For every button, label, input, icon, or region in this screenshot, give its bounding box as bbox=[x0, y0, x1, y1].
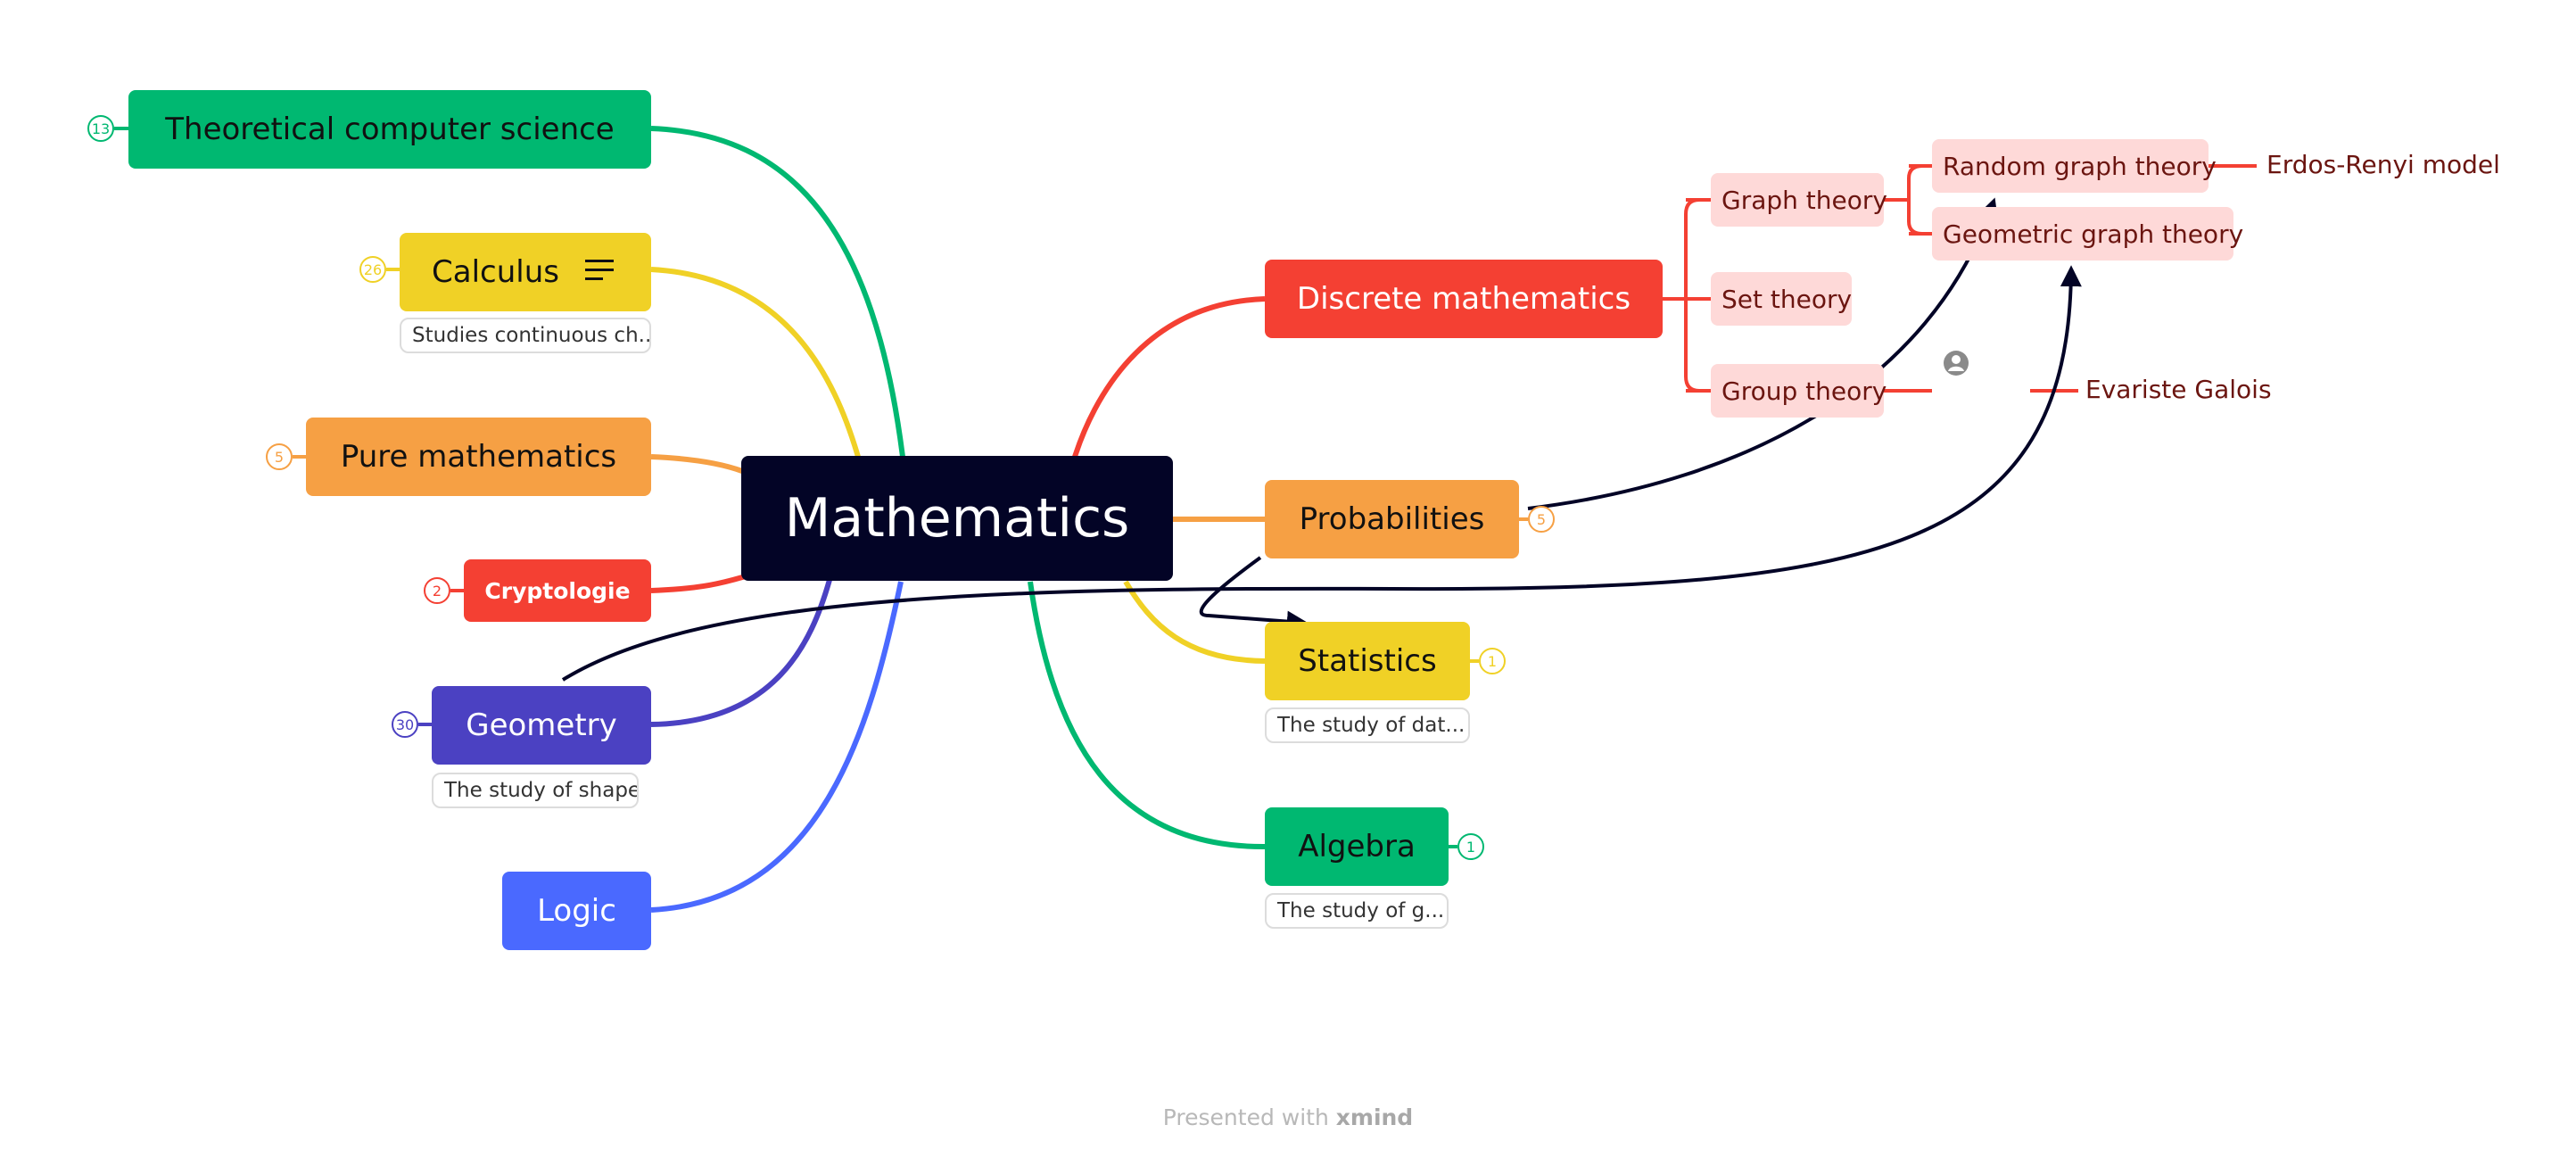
topic-label: Calculus bbox=[432, 254, 559, 290]
branch-line-logic bbox=[650, 581, 904, 913]
branch-line-pure bbox=[650, 454, 744, 474]
topic-geometry[interactable]: Geometry bbox=[432, 686, 651, 765]
subtopic-evariste-galois[interactable]: Evariste Galois bbox=[2085, 375, 2272, 404]
branch-line-discrete bbox=[1072, 296, 1266, 458]
topic-label: Logic bbox=[537, 893, 616, 929]
subtopic-group-theory[interactable]: Group theory bbox=[1711, 364, 1887, 418]
topic-label: Probabilities bbox=[1299, 501, 1485, 537]
collapsed-count-badge-calculus[interactable]: 26 bbox=[359, 256, 386, 283]
topic-note-algebra[interactable]: The study of g... bbox=[1265, 893, 1449, 929]
topic-discrete-mathematics[interactable]: Discrete mathematics bbox=[1265, 260, 1663, 338]
subtopic-random-graph-theory[interactable]: Random graph theory bbox=[1932, 139, 2217, 193]
branch-line-algebra bbox=[1028, 581, 1266, 850]
presented-with-footer: Presented with xmind bbox=[0, 1104, 2576, 1130]
topic-label: Theoretical computer science bbox=[165, 112, 615, 147]
collapsed-count-badge-probabilities[interactable]: 5 bbox=[1528, 506, 1555, 533]
topic-label: Algebra bbox=[1298, 829, 1416, 864]
topic-statistics[interactable]: Statistics bbox=[1265, 622, 1470, 700]
footer-prefix: Presented with bbox=[1162, 1104, 1329, 1130]
xmind-brand: xmind bbox=[1335, 1104, 1414, 1130]
topic-cryptologie[interactable]: Cryptologie bbox=[464, 559, 651, 622]
central-topic-mathematics[interactable]: Mathematics bbox=[741, 456, 1173, 581]
topic-note-geometry[interactable]: The study of shape bbox=[432, 773, 639, 808]
collapsed-count-badge-tcs[interactable]: 13 bbox=[87, 115, 114, 142]
subtopic-geometric-graph-theory[interactable]: Geometric graph theory bbox=[1932, 207, 2243, 261]
central-topic-label: Mathematics bbox=[784, 487, 1130, 550]
subtopic-set-theory[interactable]: Set theory bbox=[1711, 272, 1852, 326]
subtopic-graph-theory[interactable]: Graph theory bbox=[1711, 173, 1887, 227]
topic-theoretical-computer-science[interactable]: Theoretical computer science bbox=[128, 90, 651, 169]
topic-calculus[interactable]: Calculus bbox=[400, 233, 651, 311]
collapsed-count-badge-crypto[interactable]: 2 bbox=[424, 577, 450, 604]
topic-label: Pure mathematics bbox=[340, 439, 617, 475]
collapsed-count-badge-geometry[interactable]: 30 bbox=[392, 711, 418, 738]
topic-probabilities[interactable]: Probabilities bbox=[1265, 480, 1519, 558]
topic-label: Discrete mathematics bbox=[1296, 281, 1631, 317]
collapsed-count-badge-statistics[interactable]: 1 bbox=[1479, 648, 1506, 674]
topic-note-statistics[interactable]: The study of dat... bbox=[1265, 707, 1470, 743]
branch-line-statistics bbox=[1123, 580, 1266, 664]
branch-line-calculus bbox=[650, 267, 861, 458]
relationship-geometry-geometric-graph bbox=[561, 265, 2082, 682]
topic-label: Statistics bbox=[1298, 643, 1437, 679]
collapsed-count-badge-algebra[interactable]: 1 bbox=[1457, 833, 1484, 860]
branch-line-geometry bbox=[650, 579, 832, 727]
relationship-probabilities-statistics bbox=[1199, 556, 1309, 633]
person-icon bbox=[1944, 351, 1969, 376]
branch-line-crypto bbox=[650, 574, 747, 593]
topic-logic[interactable]: Logic bbox=[502, 872, 651, 950]
relationship-probabilities-random-graph bbox=[1527, 197, 1999, 510]
topic-pure-mathematics[interactable]: Pure mathematics bbox=[306, 418, 651, 496]
collapsed-count-badge-pure[interactable]: 5 bbox=[266, 443, 293, 470]
branch-line-tcs bbox=[650, 126, 905, 458]
menu-lines-icon[interactable] bbox=[585, 258, 614, 283]
topic-label: Geometry bbox=[466, 707, 617, 743]
topic-note-calculus[interactable]: Studies continuous ch... bbox=[400, 318, 651, 353]
subtopic-erdos-renyi-model[interactable]: Erdos-Renyi model bbox=[2266, 150, 2500, 179]
topic-label: Cryptologie bbox=[484, 577, 631, 604]
topic-algebra[interactable]: Algebra bbox=[1265, 807, 1449, 886]
